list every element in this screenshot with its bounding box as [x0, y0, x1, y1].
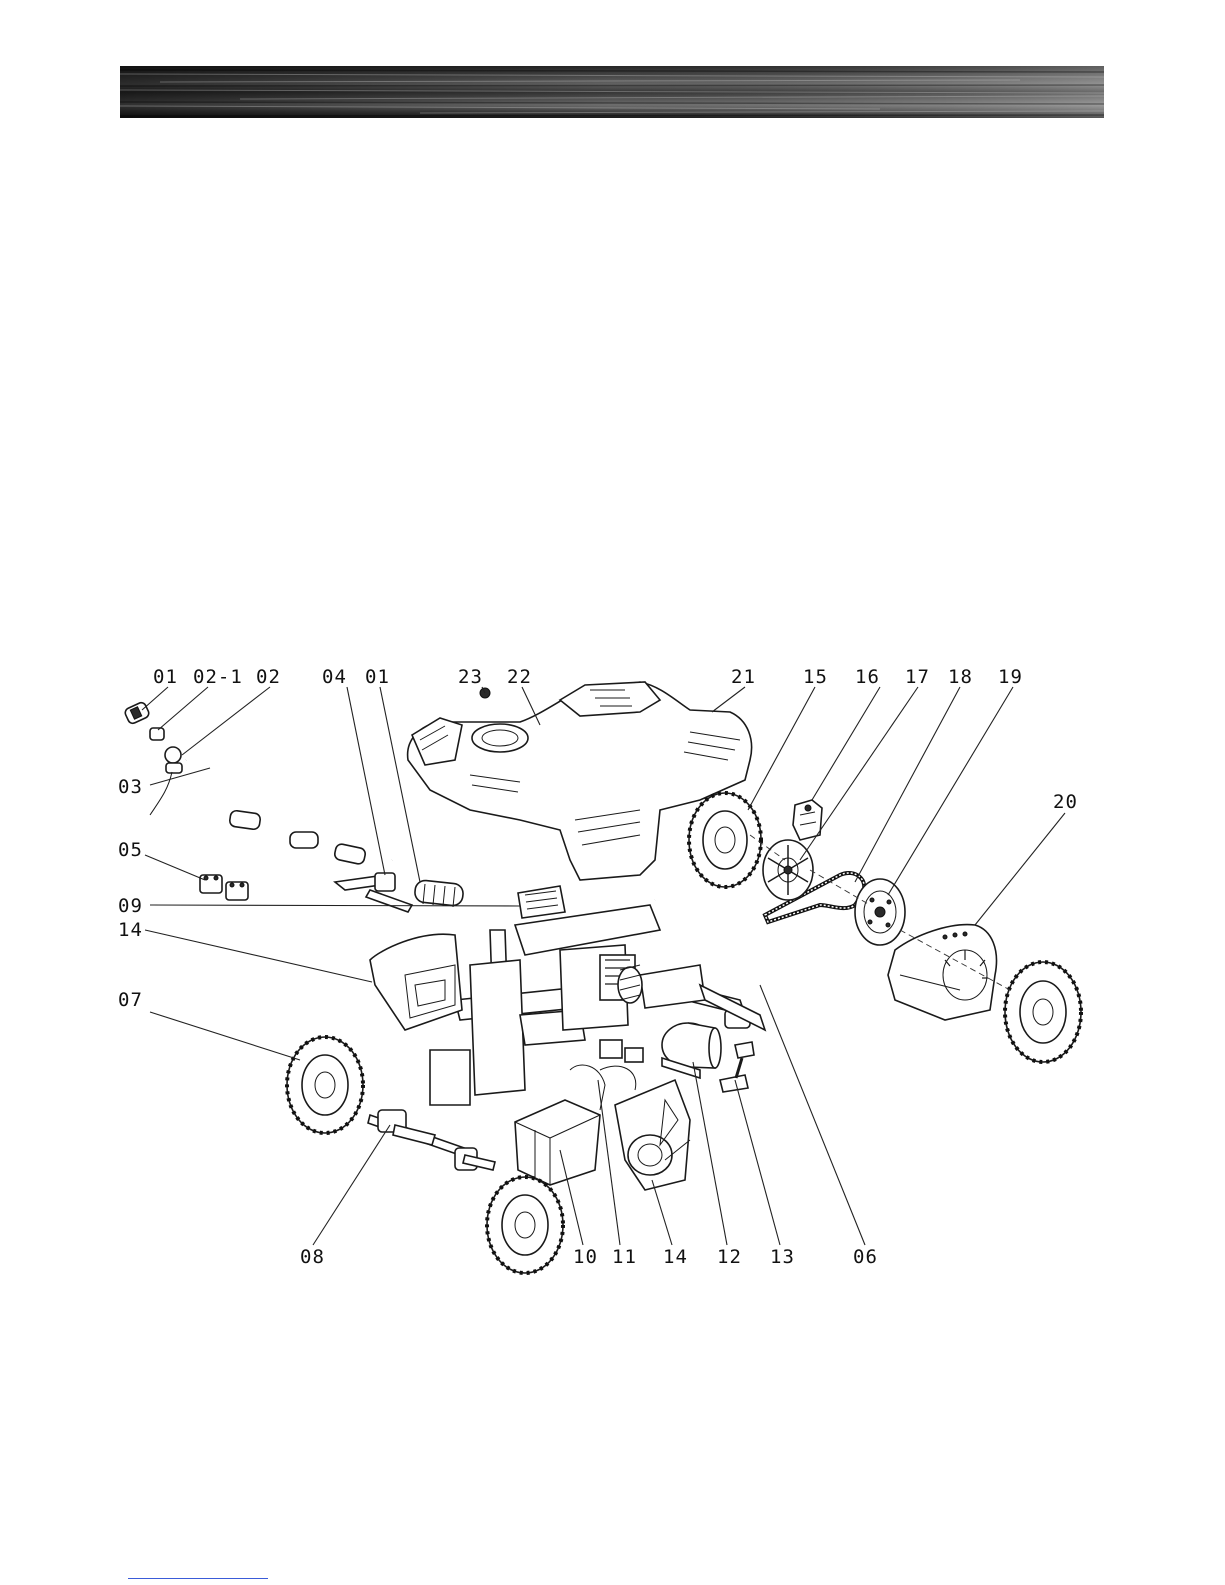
- callout-07: 07: [118, 989, 143, 1011]
- callout-22: 22: [507, 666, 532, 688]
- footer-rule: [128, 1578, 268, 1579]
- front-wheel-right-part: [487, 1177, 563, 1273]
- callout-05: 05: [118, 839, 143, 861]
- brake-pedal-part: [720, 1042, 754, 1092]
- callout-03: 03: [118, 776, 143, 798]
- callout-13: 13: [770, 1246, 795, 1268]
- callout-15: 15: [803, 666, 828, 688]
- rear-sprocket-part: [855, 879, 905, 945]
- callout-12: 12: [717, 1246, 742, 1268]
- callout-21: 21: [731, 666, 756, 688]
- callout-23: 23: [458, 666, 483, 688]
- rear-wheel-right-part: [1005, 962, 1081, 1062]
- callout-17: 17: [905, 666, 930, 688]
- side-cover-right-part: [615, 1080, 690, 1190]
- callout-04: 04: [322, 666, 347, 688]
- steering-assembly-part: [368, 1110, 495, 1170]
- callout-16: 16: [855, 666, 880, 688]
- controller-box-part: [518, 886, 565, 918]
- front-wheel-left-part: [287, 1037, 363, 1133]
- motor-part: [662, 1023, 721, 1078]
- callout-08: 08: [300, 1246, 325, 1268]
- chain-guard-part: [888, 925, 996, 1020]
- callout-14-left: 14: [118, 919, 143, 941]
- callout-09: 09: [118, 895, 143, 917]
- callout-10: 10: [573, 1246, 598, 1268]
- callout-14-right: 14: [663, 1246, 688, 1268]
- handlebar-part: [186, 756, 392, 868]
- brake-disc-part: [763, 840, 813, 900]
- callout-20: 20: [1053, 791, 1078, 813]
- callout-06: 06: [853, 1246, 878, 1268]
- callout-19: 19: [998, 666, 1023, 688]
- side-cover-left-part: [370, 934, 462, 1030]
- handlebar-clamp-part: [200, 875, 248, 900]
- callout-18: 18: [948, 666, 973, 688]
- callout-01-right-grip: 01: [365, 666, 390, 688]
- callout-02-1: 02-1: [193, 666, 243, 688]
- callout-01-grip: 01: [153, 666, 178, 688]
- callout-11: 11: [612, 1246, 637, 1268]
- battery-part: [515, 1065, 636, 1185]
- callout-02: 02: [256, 666, 281, 688]
